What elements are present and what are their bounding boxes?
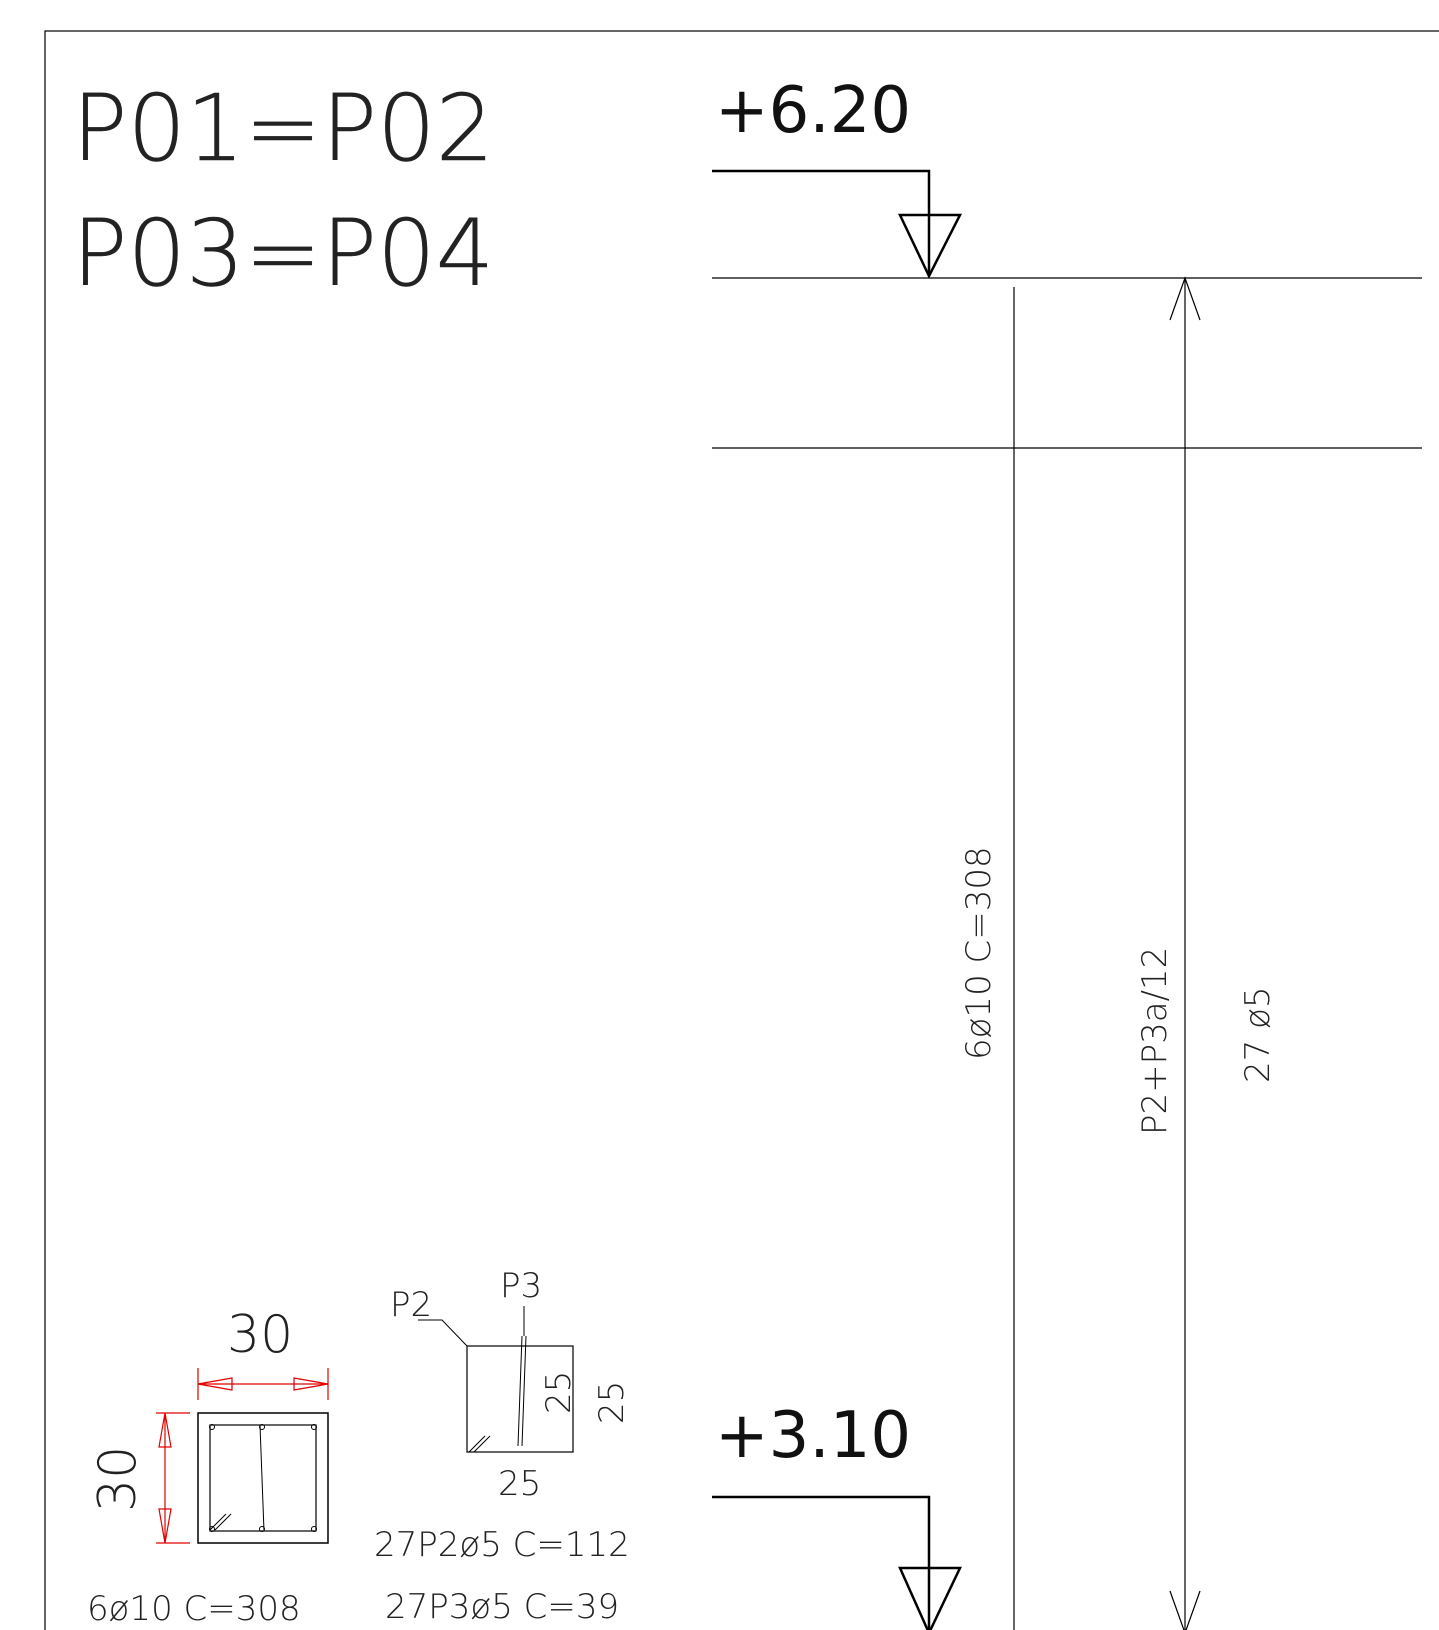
level-bottom-label: +3.10 [715, 1399, 911, 1473]
column-section [197, 1412, 329, 1544]
title-line-2: P03=P04 [72, 200, 494, 307]
section-caption: 6ø10 C=308 [87, 1589, 301, 1629]
level-top-label: +6.20 [715, 74, 911, 148]
stirrup-side-dimension: 25 [592, 1381, 632, 1424]
rebar-elevation-label: 6ø10 C=308 [959, 846, 999, 1060]
stirrup-type-label: P2+P3a/12 [1135, 947, 1175, 1135]
title-line-1: P01=P02 [72, 75, 494, 182]
level-top-marker [712, 169, 963, 279]
stirrup-p2-label: P2 [390, 1285, 432, 1325]
stirrup-caption-2: 27P3ø5 C=39 [385, 1587, 619, 1627]
stirrup-detail [466, 1335, 574, 1453]
stirrup-p3-label: P3 [500, 1266, 542, 1306]
section-height-dimension [156, 1412, 190, 1544]
stirrup-bottom-dimension: 25 [498, 1464, 541, 1504]
stirrup-leaders [418, 1306, 525, 1347]
sheet-border [44, 30, 1439, 1630]
section-width-label: 30 [227, 1305, 293, 1365]
level-bottom-marker [712, 1495, 962, 1630]
stirrup-inner-dimension: 25 [539, 1371, 579, 1414]
stirrup-count-label: 27 ø5 [1238, 986, 1278, 1083]
stirrup-caption-1: 27P2ø5 C=112 [374, 1525, 630, 1565]
section-width-dimension [197, 1368, 329, 1400]
section-height-label: 30 [88, 1446, 148, 1512]
stirrup-dimension-line [1169, 276, 1201, 1630]
